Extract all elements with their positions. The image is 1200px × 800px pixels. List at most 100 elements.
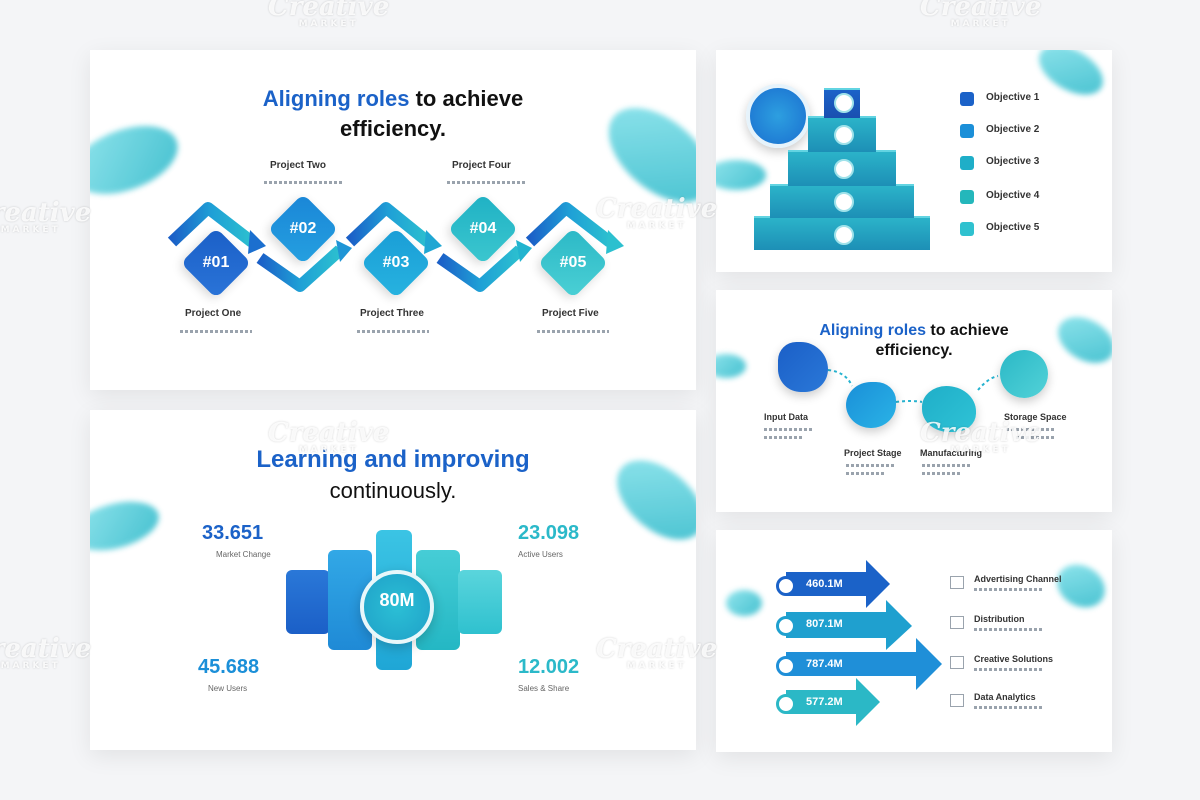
row-label-2: Distribution xyxy=(974,614,1025,624)
target-circle xyxy=(746,84,810,148)
step-badge-02-text: #02 xyxy=(289,220,317,237)
flow-desc-1 xyxy=(764,428,814,431)
row-marker-4 xyxy=(950,694,964,707)
slide-projects-process: Aligning roles to achieve efficiency. #0… xyxy=(90,50,696,390)
stat-value-1: 33.651 xyxy=(202,522,264,544)
row-label-3: Creative Solutions xyxy=(974,654,1054,664)
slide-roles-flow: Aligning roles to achieve efficiency. In… xyxy=(716,290,1112,512)
arrow-bullet xyxy=(776,576,796,596)
row-marker-3 xyxy=(950,656,964,669)
stat-value-2: 23.098 xyxy=(518,522,580,544)
arrow-bars xyxy=(786,560,942,726)
flow-desc-4b xyxy=(1016,436,1056,439)
decor-blob xyxy=(1030,50,1112,105)
decor-blob xyxy=(726,590,762,616)
arrow-bullet xyxy=(776,694,796,714)
slide-staircase: Objective 1 Objective 2 Objective 3 Obje… xyxy=(716,50,1112,272)
flow-label-3: Manufacturing xyxy=(920,448,982,458)
objective-marker-2 xyxy=(960,124,974,138)
step-badge-03-text: #03 xyxy=(382,254,410,271)
stair-icon xyxy=(834,125,854,145)
objective-label-4: Objective 4 xyxy=(986,190,1040,201)
slide-arrow-values: 460.1M 807.1M 787.4M 577.2M Advertising … xyxy=(716,530,1112,752)
row-desc-4 xyxy=(974,706,1044,709)
step-label-three: Project Three xyxy=(360,308,424,319)
stair-icon xyxy=(834,192,854,212)
objective-label-2: Objective 2 xyxy=(986,124,1040,135)
arrow-value-3: 787.4M xyxy=(806,658,843,670)
step-label-four: Project Four xyxy=(452,160,511,171)
slide-stats: Learning and improving continuously. 80M… xyxy=(90,410,696,750)
objective-marker-3 xyxy=(960,156,974,170)
step-desc-three xyxy=(357,330,429,333)
objective-marker-1 xyxy=(960,92,974,106)
hex-column-1 xyxy=(286,570,330,634)
flow-desc-3b xyxy=(922,472,962,475)
bus-icon-node xyxy=(778,342,828,392)
objective-label-1: Objective 1 xyxy=(986,92,1040,103)
step-badge-05-text: #05 xyxy=(559,254,587,271)
decor-blob xyxy=(716,160,766,190)
machine-icon-node xyxy=(922,386,976,432)
stair-icon xyxy=(834,93,854,113)
step-badge-01-text: #01 xyxy=(202,254,230,271)
step-label-five: Project Five xyxy=(542,308,599,319)
stair-icon xyxy=(834,225,854,245)
flow-label-4: Storage Space xyxy=(1004,412,1067,422)
hex-column-5 xyxy=(458,570,502,634)
card-icon-node xyxy=(846,382,896,428)
objective-label-3: Objective 3 xyxy=(986,156,1040,167)
arrow-value-2: 807.1M xyxy=(806,618,843,630)
step-label-one: Project One xyxy=(185,308,242,319)
objective-label-5: Objective 5 xyxy=(986,222,1040,233)
flow-desc-2b xyxy=(846,472,886,475)
stat-label-4: Sales & Share xyxy=(518,684,570,693)
arrow-bullet xyxy=(776,616,796,636)
flow-connectors xyxy=(827,369,999,403)
center-value: 80M xyxy=(379,590,415,610)
slide-title: Aligning roles to achieve xyxy=(819,322,1009,339)
slide-title: Learning and improving xyxy=(256,446,530,473)
step-desc-four xyxy=(447,181,525,184)
stat-label-1: Market Change xyxy=(216,550,271,559)
row-marker-2 xyxy=(950,616,964,629)
flow-desc-1b xyxy=(764,436,804,439)
stat-value-3: 45.688 xyxy=(198,656,260,678)
slide-title-line2: continuously. xyxy=(329,478,457,503)
row-desc-3 xyxy=(974,668,1044,671)
step-badge-04-text: #04 xyxy=(469,220,497,237)
stat-label-3: New Users xyxy=(208,684,248,693)
row-marker-1 xyxy=(950,576,964,589)
storage-icon-node xyxy=(1000,350,1048,398)
step-desc-one xyxy=(180,330,252,333)
zigzag-arrow-path xyxy=(167,202,624,292)
row-label-1: Advertising Channel xyxy=(974,574,1062,584)
objective-marker-5 xyxy=(960,222,974,236)
arrow-value-1: 460.1M xyxy=(806,578,843,590)
row-label-4: Data Analytics xyxy=(974,692,1036,702)
flow-desc-3 xyxy=(922,464,972,467)
flow-label-1: Input Data xyxy=(764,412,808,422)
row-desc-1 xyxy=(974,588,1044,591)
arrow-bullet xyxy=(776,656,796,676)
step-label-two: Project Two xyxy=(270,160,326,171)
slide-title-line2: efficiency. xyxy=(875,342,953,359)
stat-value-4: 12.002 xyxy=(518,656,580,678)
flow-label-2: Project Stage xyxy=(844,448,902,458)
objective-marker-4 xyxy=(960,190,974,204)
flow-desc-4 xyxy=(1006,428,1056,431)
slide-title-line2: efficiency. xyxy=(340,116,446,141)
row-desc-2 xyxy=(974,628,1044,631)
flow-desc-2 xyxy=(846,464,896,467)
stair-icon xyxy=(834,159,854,179)
step-desc-five xyxy=(537,330,609,333)
center-value-circle xyxy=(360,570,434,644)
slide-title: Aligning roles to achieve xyxy=(262,86,524,111)
arrow-value-4: 577.2M xyxy=(806,696,843,708)
stat-label-2: Active Users xyxy=(518,550,563,559)
step-desc-two xyxy=(264,181,342,184)
